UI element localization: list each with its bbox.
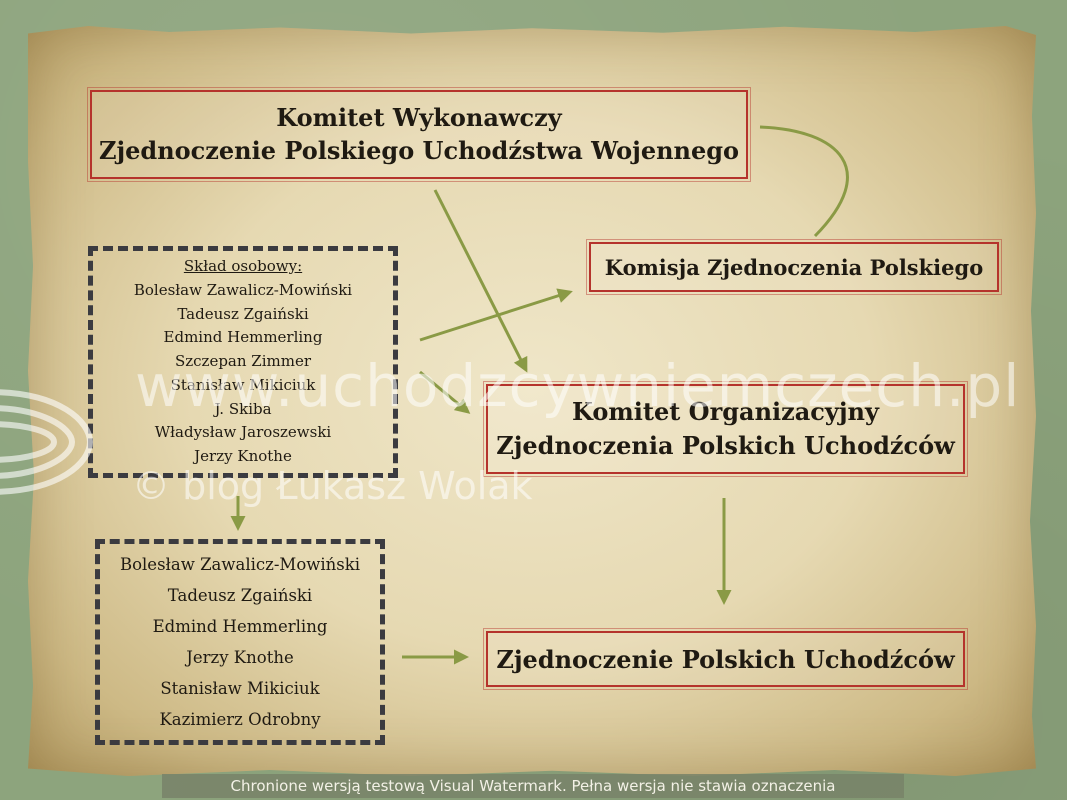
member-name: Szczepan Zimmer [174,352,312,371]
member-name: Tadeusz Zgaiński [167,586,313,605]
union-box: Zjednoczenie Polskich Uchodźców [483,628,968,690]
organizing-committee-subtitle: Zjednoczenia Polskich Uchodźców [496,431,955,460]
members-box: Skład osobowy: Bolesław Zawalicz-Mowińsk… [88,246,398,478]
commission-label: Komisja Zjednoczenia Polskiego [604,254,984,280]
member-name: Bolesław Zawalicz-Mowiński [119,555,361,574]
member-name: J. Skiba [214,399,272,418]
parchment-paper [28,26,1036,776]
members-heading: Skład osobowy: [183,256,303,275]
executive-committee-box: Komitet Wykonawczy Zjednoczenie Polskieg… [87,87,751,182]
member-name: Tadeusz Zgaiński [177,304,309,323]
executive-committee-subtitle: Zjednoczenie Polskiego Uchodźstwa Wojenn… [98,135,740,165]
union-label: Zjednoczenie Polskich Uchodźców [496,644,955,674]
member-name: Władysław Jaroszewski [154,423,332,442]
organizing-committee-box: Komitet Organizacyjny Zjednoczenia Polsk… [483,381,968,477]
member-name: Jerzy Knothe [194,447,292,466]
commission-box: Komisja Zjednoczenia Polskiego [586,239,1002,295]
watermark-blog: © blog Łukasz Wolak [132,464,533,508]
member-name: Edmind Hemmerling [163,328,323,347]
member-name: Stanisław Mikiciuk [170,375,316,394]
watermark-logo-icon [0,389,94,495]
second-members-box: Bolesław Zawalicz-Mowiński Tadeusz Zgaiń… [95,539,385,745]
watermark-url: www.uchodzcywniemczech.pl [135,352,1021,420]
member-name: Jerzy Knothe [186,648,294,667]
organizing-committee-title: Komitet Organizacyjny [572,397,879,427]
member-name: Bolesław Zawalicz-Mowiński [133,280,353,299]
member-name: Edmind Hemmerling [152,617,328,636]
member-name: Stanisław Mikiciuk [160,679,320,698]
footer-notice: Chronione wersją testową Visual Watermar… [162,774,904,798]
executive-committee-title: Komitet Wykonawczy [276,103,562,133]
member-name: Kazimierz Odrobny [159,710,321,729]
